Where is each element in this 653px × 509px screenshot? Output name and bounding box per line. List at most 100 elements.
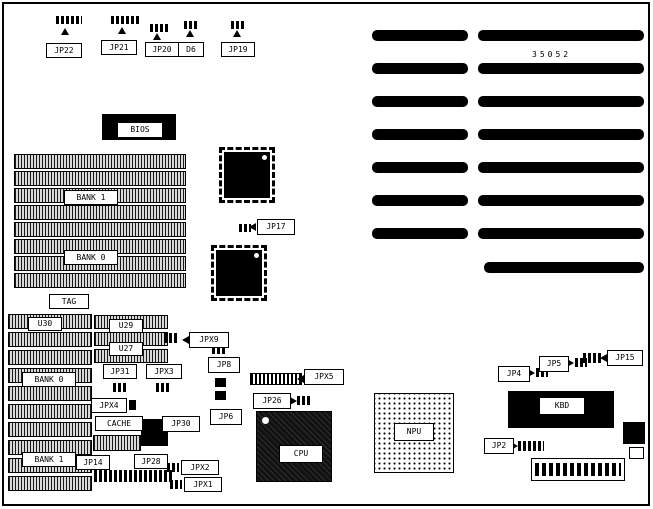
jp20-label: JP20 [145, 42, 179, 57]
pin1-dot [262, 155, 267, 160]
jp21-label: JP21 [101, 40, 137, 55]
isa-slot [478, 30, 644, 41]
jpx5-arrow-icon [297, 375, 304, 383]
jp31-pins [113, 383, 126, 392]
jp2-pins [518, 441, 544, 451]
power-connector-pins [535, 463, 621, 476]
bank0-top-label: BANK 0 [64, 250, 118, 265]
qfp-chip [219, 147, 275, 203]
jp20-pins [150, 24, 168, 32]
memory-row [8, 350, 92, 365]
memory-row [8, 422, 92, 437]
jp6-pins [215, 378, 226, 387]
jp26-pins [297, 396, 311, 405]
jpx9-pins [164, 333, 177, 343]
jp17-arrow-icon [249, 223, 256, 231]
isa-slot [478, 195, 644, 206]
jpx4-label: JPX4 [91, 398, 127, 413]
jp22-pins [56, 16, 82, 24]
jp19-label: JP19 [221, 42, 255, 57]
jpx1-label: JPX1 [184, 477, 222, 492]
jpx1-pins [170, 480, 182, 489]
jp30-label: JP30 [162, 416, 200, 432]
memory-row [14, 205, 186, 220]
jp21-arrow-icon [118, 27, 126, 34]
isa-slot [372, 30, 468, 41]
jpx2-label: JPX2 [181, 460, 219, 475]
isa-slot [372, 129, 468, 140]
npu-socket [374, 393, 454, 473]
cache-module [93, 435, 141, 451]
isa-slot [478, 63, 644, 74]
power-connector [531, 458, 625, 481]
tag-label: TAG [49, 294, 89, 309]
bank1-left-label: BANK 1 [22, 452, 76, 467]
isa-slot [372, 162, 468, 173]
jp6-pins [215, 391, 226, 400]
jpx9-arrow-icon [182, 336, 189, 344]
bios-label: BIOS [117, 122, 163, 138]
jp5-label: JP5 [539, 356, 569, 372]
memory-row [14, 222, 186, 237]
jp21-pins [111, 16, 139, 24]
memory-row [8, 386, 92, 401]
u29-label: U29 [109, 319, 143, 333]
isa-slot [478, 228, 644, 239]
jpx4-pins [129, 400, 136, 410]
isa-slot [478, 96, 644, 107]
memory-row [8, 332, 92, 347]
isa-slot [484, 262, 644, 273]
memory-row [14, 273, 186, 288]
jp14-label: JP14 [76, 455, 110, 470]
isa-slot [372, 96, 468, 107]
qfp-chip-body [216, 250, 262, 296]
kbd-label: KBD [539, 397, 585, 415]
memory-row [8, 404, 92, 419]
qfp-chip [211, 245, 267, 301]
cpu-label: CPU [279, 445, 323, 463]
isa-slot [478, 162, 644, 173]
d6-pins [184, 21, 198, 29]
jp26-label: JP26 [253, 393, 291, 409]
npu-label: NPU [394, 423, 434, 441]
jp19-arrow-icon [233, 30, 241, 37]
jp5-arrow-icon [567, 359, 574, 367]
isa-slot [478, 129, 644, 140]
jpx9-label: JPX9 [189, 332, 229, 348]
jp8-pins [212, 345, 225, 354]
cache-label: CACHE [95, 416, 143, 431]
u27-label: U27 [109, 342, 143, 356]
board-number: 35052 [532, 50, 572, 59]
jp4-label: JP4 [498, 366, 530, 382]
jpx3-label: JPX3 [146, 364, 182, 379]
jp2-arrow-icon [511, 442, 518, 450]
jpx5-label: JPX5 [304, 369, 344, 385]
jp22-label: JP22 [46, 43, 82, 58]
memory-row [14, 171, 186, 186]
jp6-label: JP6 [210, 409, 242, 425]
small-connector [629, 447, 644, 459]
isa-slot [372, 195, 468, 206]
isa-slot [372, 228, 468, 239]
jpx3-pins [156, 383, 169, 392]
jp26-arrow-icon [290, 397, 297, 405]
keyboard-connector [623, 422, 645, 444]
qfp-chip-body [224, 152, 270, 198]
jp22-arrow-icon [61, 28, 69, 35]
pin1-dot [262, 417, 269, 424]
jp17-label: JP17 [257, 219, 295, 235]
d6-arrow-icon [186, 30, 194, 37]
jp17-pins [239, 224, 251, 232]
jp20-arrow-icon [153, 33, 161, 40]
jp4-arrow-icon [528, 369, 535, 377]
jpx5-header [250, 373, 302, 385]
jp2-label: JP2 [484, 438, 514, 454]
d6-label: D6 [178, 42, 204, 57]
jp19-pins [231, 21, 245, 29]
jp4-pins [536, 368, 548, 377]
jp15-label: JP15 [607, 350, 643, 366]
memory-row [14, 154, 186, 169]
jp28-label: JP28 [134, 454, 168, 469]
jp31-label: JP31 [103, 364, 137, 379]
